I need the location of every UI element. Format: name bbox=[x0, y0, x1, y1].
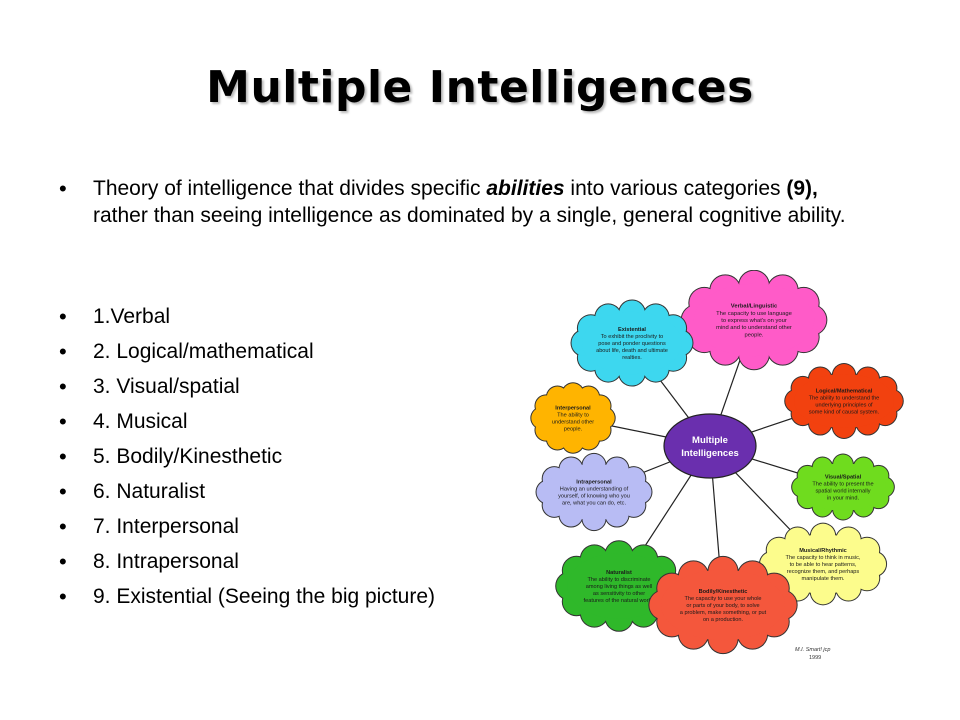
cloud-description-line: Having an understanding of bbox=[560, 486, 629, 492]
cloud-description-line: The ability to bbox=[557, 412, 589, 418]
slide-title: Multiple Intelligences bbox=[206, 62, 754, 113]
cloud-description-line: about life, death and ultimate bbox=[596, 348, 668, 354]
cloud-description-line: mind and to understand other bbox=[716, 325, 792, 331]
cloud-description-line: The ability to discriminate bbox=[587, 577, 650, 583]
cloud-description-line: features of the natural world. bbox=[584, 598, 655, 604]
cloud-description-line: as sensitivity to other bbox=[593, 591, 645, 597]
cloud-title: Visual/Spatial bbox=[825, 474, 862, 480]
cloud-title: Intrapersonal bbox=[576, 479, 612, 485]
cloud-description-line: The ability to understand the bbox=[809, 395, 880, 401]
cloud-description-line: to express what's on your bbox=[721, 318, 787, 324]
list-item-text: 6. Naturalist bbox=[93, 480, 206, 503]
cloud-description-line: The capacity to use your whole bbox=[684, 596, 761, 602]
list-item: • 4. Musical bbox=[59, 408, 188, 435]
list-item-text: 8. Intrapersonal bbox=[93, 550, 239, 573]
bullet-dot: • bbox=[59, 374, 67, 399]
cloud-title: Interpersonal bbox=[555, 405, 591, 411]
list-item: • 8. Intrapersonal bbox=[59, 548, 239, 575]
list-item: • 5. Bodily/Kinesthetic bbox=[59, 443, 283, 470]
bullet-dot: • bbox=[59, 479, 67, 504]
cloud-title: Logical/Mathematical bbox=[816, 388, 873, 394]
list-item-text: 4. Musical bbox=[93, 410, 188, 433]
bullet-dot: • bbox=[59, 584, 67, 609]
cloud-description-line: on a production. bbox=[703, 617, 744, 623]
cloud-description-line: people. bbox=[564, 426, 583, 432]
list-item: • 7. Interpersonal bbox=[59, 513, 239, 540]
bullet-dot: • bbox=[59, 514, 67, 539]
list-item-text: 2. Logical/mathematical bbox=[93, 340, 314, 363]
bullet-dot: • bbox=[59, 409, 67, 434]
cloud-description-line: To exhibit the proclivity to bbox=[601, 334, 664, 340]
center-ellipse bbox=[663, 413, 757, 479]
list-item: • 9. Existential (Seeing the big picture) bbox=[59, 583, 436, 610]
intro-text-3: rather than seeing intelligence as domin… bbox=[93, 204, 846, 227]
credit-line-2: 1999 bbox=[809, 655, 821, 661]
bullet-dot: • bbox=[59, 339, 67, 364]
cloud-description-line: pose and ponder questions bbox=[598, 341, 666, 347]
cloud-description-line: The capacity to use language bbox=[716, 311, 792, 317]
center-label-line1: Multiple bbox=[692, 435, 728, 446]
list-item: • 6. Naturalist bbox=[59, 478, 206, 505]
cloud-description-line: underlying principles of bbox=[815, 402, 873, 408]
cloud-description-line: recognize them, and perhaps bbox=[787, 569, 860, 575]
bullet-dot: • bbox=[59, 304, 67, 329]
bullet-dot: • bbox=[59, 176, 67, 201]
cloud-description-line: realties. bbox=[622, 355, 642, 361]
cloud-title: Bodily/Kinesthetic bbox=[699, 589, 748, 595]
cloud-title: Verbal/Linguistic bbox=[731, 304, 778, 310]
cloud-description-line: are, what you can do, etc. bbox=[562, 500, 627, 506]
list-item: • 2. Logical/mathematical bbox=[59, 338, 314, 365]
cloud-description-line: manipulate them. bbox=[802, 576, 845, 582]
intro-text-1: Theory of intelligence that divides spec… bbox=[93, 177, 487, 200]
cloud-description-line: people. bbox=[744, 332, 763, 338]
cloud-description-line: to be able to hear patterns, bbox=[790, 562, 857, 568]
center-label-line2: Intelligences bbox=[681, 448, 739, 459]
list-item-text: 1.Verbal bbox=[93, 305, 171, 328]
intro-text-2: into various categories bbox=[564, 177, 787, 200]
list-item: • 1.Verbal bbox=[59, 303, 171, 330]
cloud-description-line: The capacity to think in music, bbox=[786, 555, 861, 561]
intro-bullet: • Theory of intelligence that divides sp… bbox=[59, 175, 873, 229]
list-item-text: 7. Interpersonal bbox=[93, 515, 239, 538]
credit-line-1: M.I. Smart! jcp bbox=[795, 647, 830, 653]
bullet-dot: • bbox=[59, 444, 67, 469]
list-item-text: 9. Existential (Seeing the big picture) bbox=[93, 585, 436, 608]
intro-abilities: abilities bbox=[486, 177, 565, 200]
cloud-title: Musical/Rhythmic bbox=[799, 548, 847, 554]
cloud-description-line: some kind of causal system. bbox=[809, 409, 880, 415]
cloud-description-line: yourself, of knowing who you bbox=[558, 493, 630, 499]
cloud-title: Existential bbox=[618, 327, 646, 333]
center-node: Multiple Intelligences bbox=[663, 413, 757, 479]
intro-count: (9), bbox=[786, 177, 818, 200]
bullet-dot: • bbox=[59, 549, 67, 574]
list-item-text: 3. Visual/spatial bbox=[93, 375, 240, 398]
list-item-text: 5. Bodily/Kinesthetic bbox=[93, 445, 283, 468]
cloud-description-line: understand other bbox=[552, 419, 594, 425]
cloud-description-line: The ability to present the bbox=[812, 481, 873, 487]
list-item: • 3. Visual/spatial bbox=[59, 373, 240, 400]
cloud-description-line: or parts of your body, to solve bbox=[686, 603, 759, 609]
cloud-description-line: among living things as well bbox=[586, 584, 653, 590]
cloud-description-line: in your mind. bbox=[827, 495, 859, 501]
cloud-description-line: a problem, make something, or put bbox=[680, 610, 767, 616]
cloud-title: Naturalist bbox=[606, 570, 632, 576]
cloud-description-line: spatial world internally bbox=[815, 488, 870, 494]
